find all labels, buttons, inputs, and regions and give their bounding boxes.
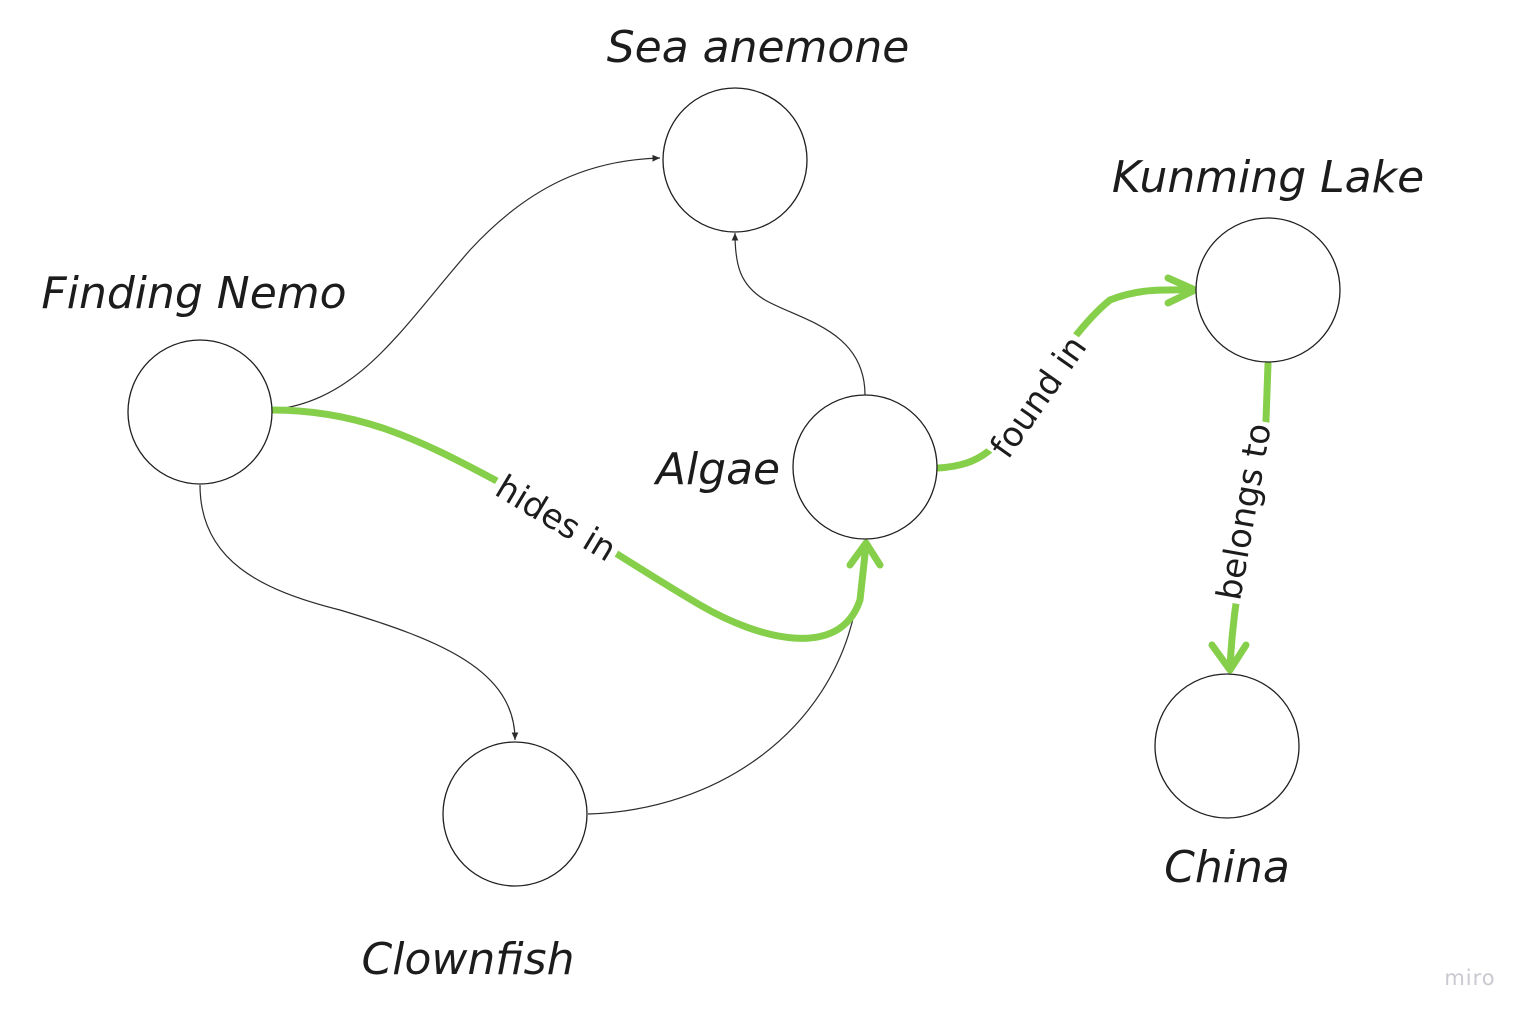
node-finding-nemo[interactable] xyxy=(127,339,273,485)
edge-label-hides-in: hides in xyxy=(488,467,623,570)
node-sea-anemone[interactable] xyxy=(662,87,808,233)
node-clownfish[interactable] xyxy=(442,741,588,887)
edge-hides-in-arrowhead xyxy=(846,539,884,569)
node-kunming-lake[interactable] xyxy=(1195,217,1341,363)
edge-label-hides-in-group: hides in xyxy=(483,463,628,575)
miro-watermark: miro xyxy=(1444,966,1495,990)
edge-finding-nemo-to-clownfish[interactable] xyxy=(199,484,519,741)
node-china[interactable] xyxy=(1154,673,1300,819)
node-label-sea-anemone: Sea anemone xyxy=(607,22,910,73)
edge-label-found-in-group: found in xyxy=(979,325,1100,470)
edge-clownfish-to-algae[interactable] xyxy=(587,609,856,815)
edge-belongs-to-arrowhead xyxy=(1208,641,1250,674)
edge-found-in-arrowhead xyxy=(1164,274,1199,307)
node-label-kunming-lake: Kunming Lake xyxy=(1112,152,1424,203)
node-algae[interactable] xyxy=(792,394,938,540)
node-label-algae: Algae xyxy=(653,444,780,495)
node-label-finding-nemo: Finding Nemo xyxy=(41,268,346,319)
node-label-clownfish: Clownfish xyxy=(362,934,575,985)
node-label-china: China xyxy=(1164,842,1290,893)
edge-label-found-in: found in xyxy=(982,329,1095,466)
edge-algae-to-sea-anemone[interactable] xyxy=(731,232,866,396)
edge-finding-nemo-to-sea-anemone[interactable] xyxy=(271,154,661,411)
edge-label-belongs-to-group: belongs to xyxy=(1206,417,1284,607)
edge-label-belongs-to: belongs to xyxy=(1209,420,1279,603)
